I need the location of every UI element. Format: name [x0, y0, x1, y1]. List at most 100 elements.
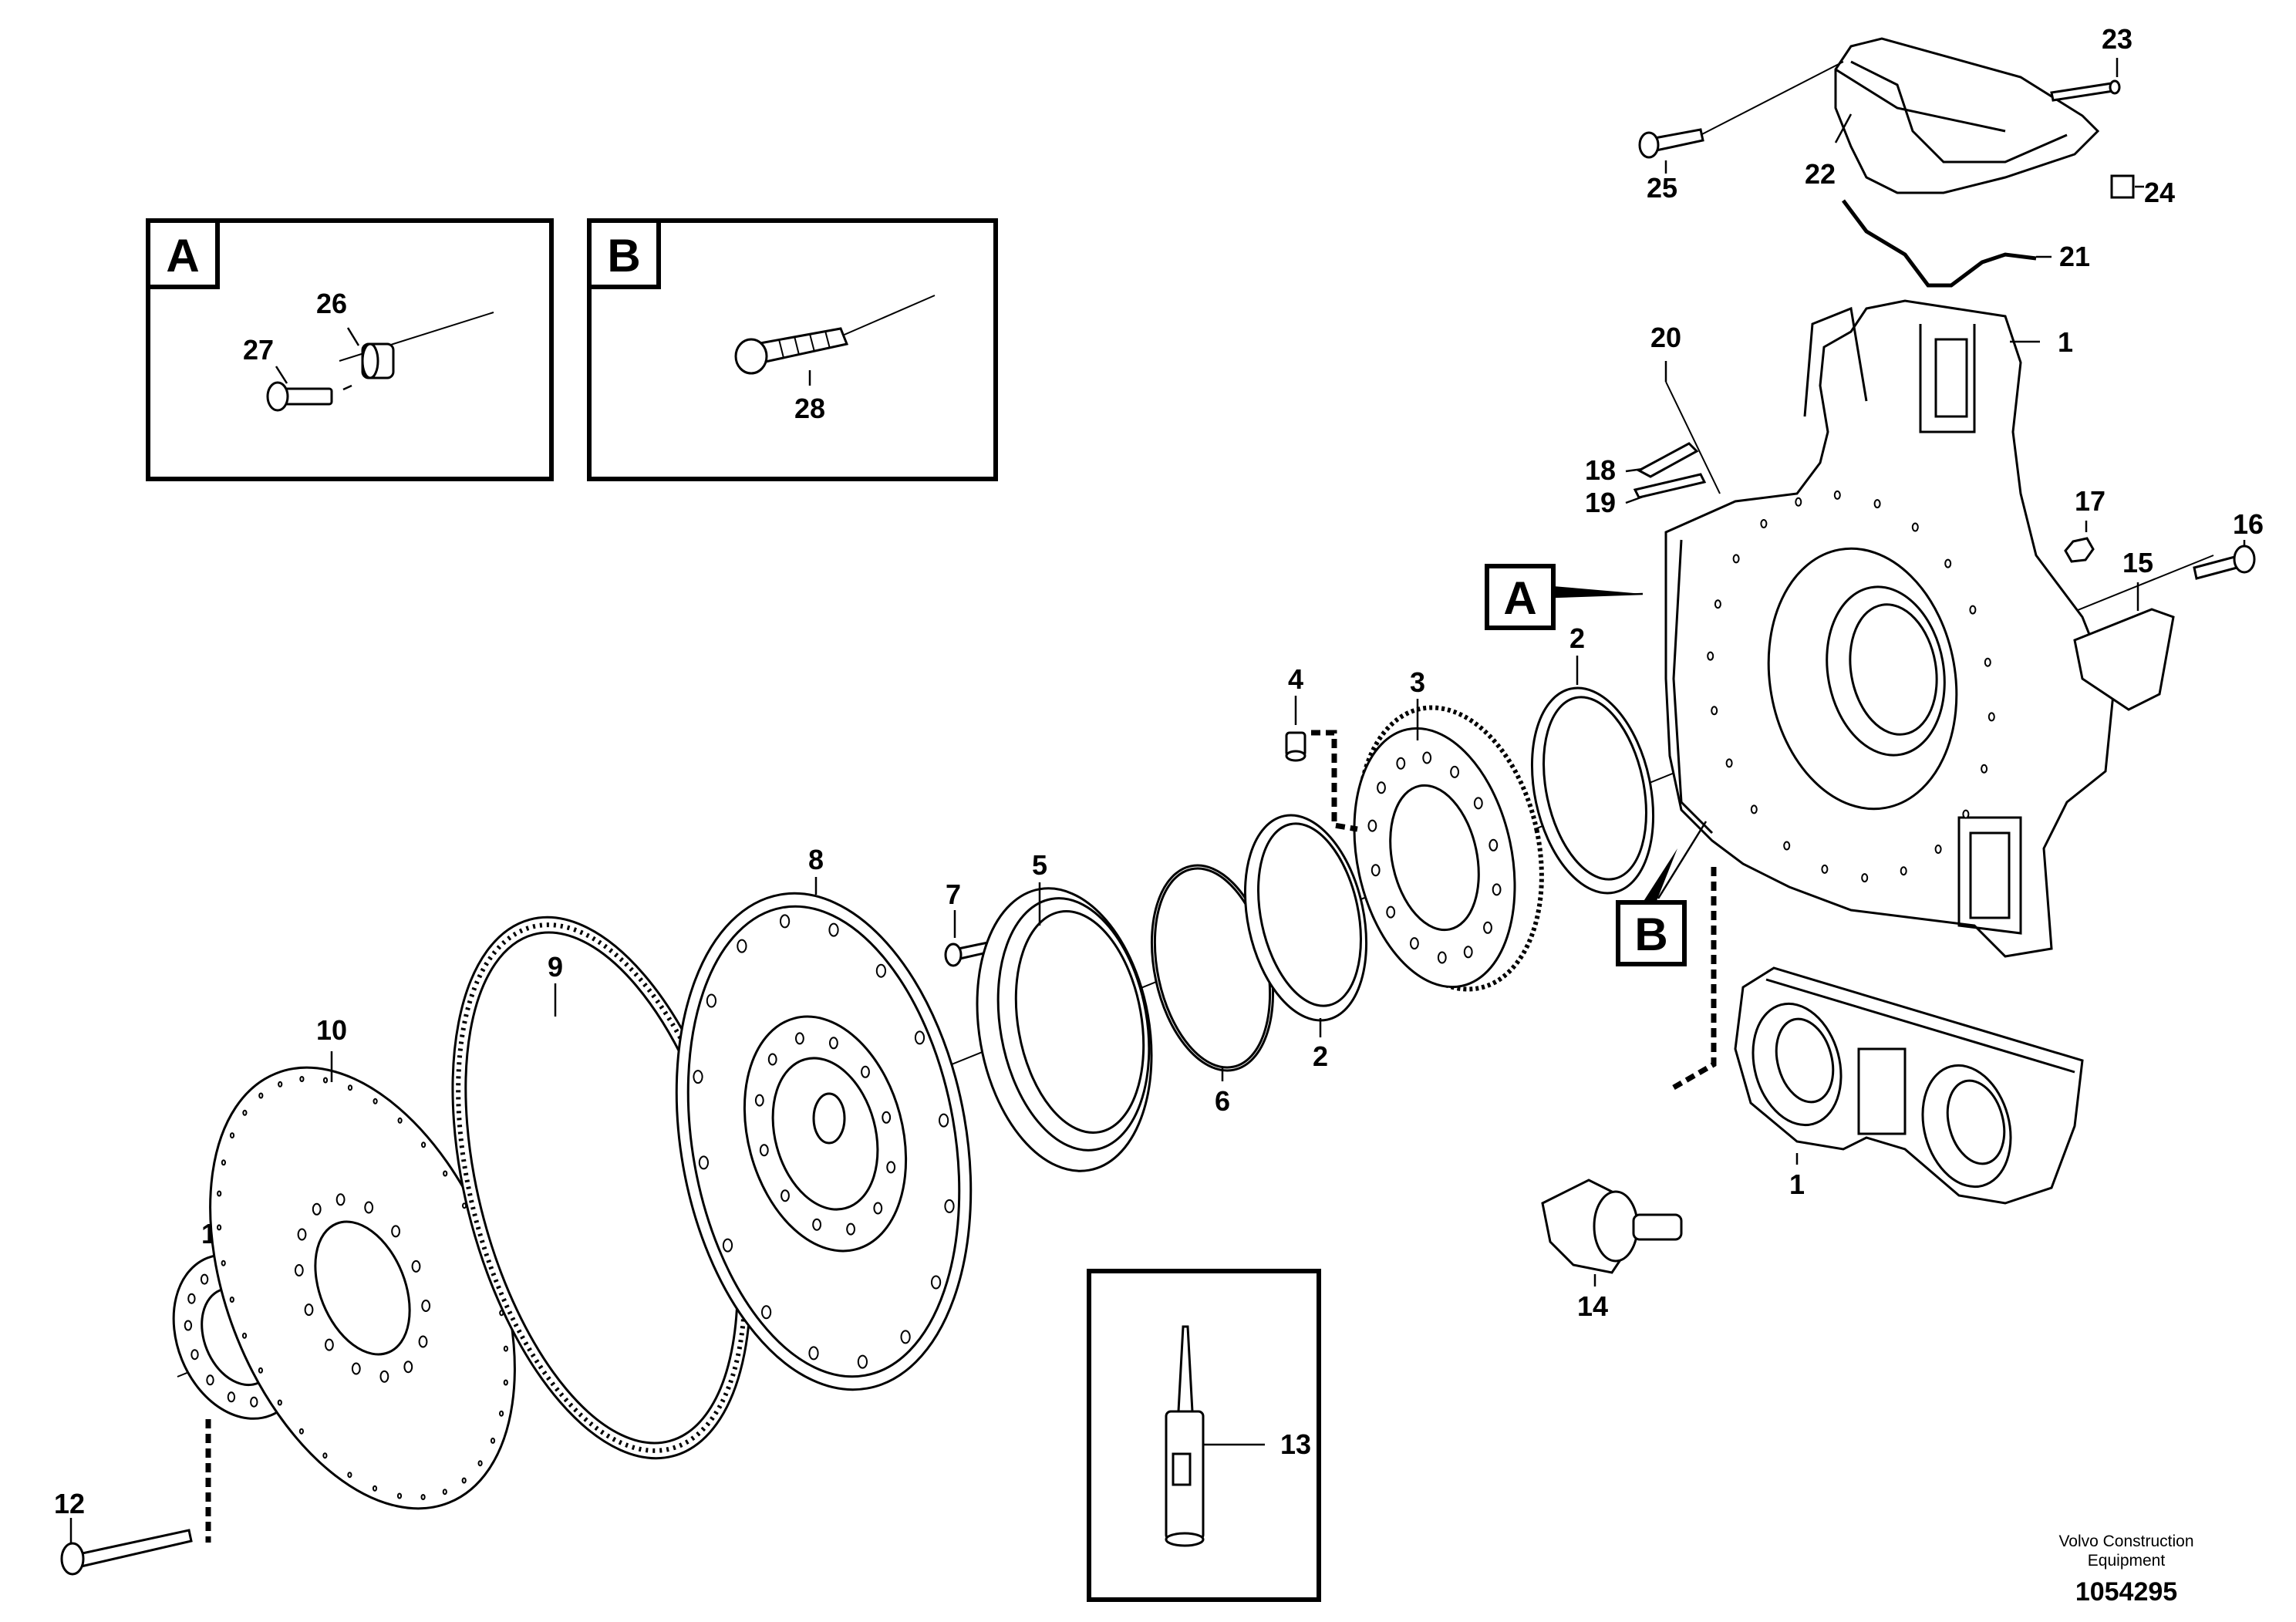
bolt-hole — [411, 1259, 421, 1273]
bolt-hole — [200, 1273, 209, 1285]
callout-20: 20 — [1650, 322, 1681, 353]
bolt-hole — [1450, 765, 1459, 778]
bolt-hole — [1911, 522, 1919, 532]
bolt-hole — [364, 1201, 374, 1214]
view-marker-b: B — [1616, 821, 1708, 966]
bolt-hole — [229, 1132, 235, 1139]
bolt-hole — [190, 1349, 199, 1361]
part-15-cover-plate — [2073, 608, 2175, 711]
bolt-hole — [242, 1109, 248, 1116]
callout-27: 27 — [243, 334, 274, 366]
part-12-bolt — [60, 1529, 193, 1576]
callout-17: 17 — [2075, 485, 2106, 517]
bolt-hole — [184, 1320, 193, 1331]
bolt-hole — [347, 1472, 352, 1479]
bolt-hole — [693, 1070, 703, 1084]
bolt-hole — [1962, 809, 1970, 819]
bolt-hole — [780, 914, 791, 929]
bolt-hole — [372, 1485, 378, 1492]
callout-18: 18 — [1585, 454, 1616, 486]
bolt-hole — [503, 1379, 508, 1386]
bolt-hole — [1969, 605, 1977, 615]
bolt-hole — [939, 1113, 949, 1128]
bolt-hole — [443, 1170, 448, 1177]
part-17-nut — [2064, 537, 2095, 563]
view-marker-a: A — [1485, 564, 1644, 630]
callout-1-gear-housing: 1 — [1789, 1168, 1805, 1200]
bolt-hole — [812, 1218, 821, 1231]
bolt-hole — [1473, 797, 1483, 810]
bolt-hole — [1489, 838, 1499, 851]
bolt-hole — [846, 1222, 855, 1236]
bolt-hole — [221, 1259, 226, 1266]
part-3-gear — [1353, 705, 1544, 992]
bolt-hole — [1386, 905, 1396, 919]
bolt-hole — [698, 1155, 710, 1170]
callout-22: 22 — [1805, 158, 1836, 190]
callout-6: 6 — [1215, 1085, 1230, 1117]
part-27-screw — [266, 381, 333, 412]
callout-1-housing: 1 — [2058, 326, 2073, 358]
bolt-hole — [322, 1452, 328, 1459]
bolt-hole — [298, 1428, 304, 1435]
bolt-hole — [1483, 921, 1492, 934]
bolt-hole — [882, 1111, 892, 1124]
callout-21: 21 — [2059, 241, 2090, 272]
part-8-flywheel — [675, 892, 973, 1391]
callout-8: 8 — [808, 844, 824, 875]
bolt-hole — [1795, 497, 1802, 507]
bolt-hole — [322, 1077, 329, 1084]
bolt-hole — [875, 963, 887, 978]
callout-26: 26 — [316, 288, 347, 319]
part-24-connector — [2110, 174, 2144, 199]
part-13-sealant-tube — [1165, 1325, 1205, 1547]
bolt-hole — [857, 1354, 868, 1369]
bolt-hole — [294, 1264, 304, 1276]
credit-line-2: Equipment — [2088, 1552, 2166, 1570]
bolt-hole — [299, 1076, 305, 1082]
part-25-screw — [1638, 61, 1844, 159]
bolt-hole — [1410, 937, 1419, 950]
bolt-hole — [781, 1189, 790, 1202]
bolt-hole — [335, 1193, 346, 1206]
bolt-hole — [490, 1437, 496, 1444]
bolt-hole — [403, 1361, 413, 1374]
view-marker-b-label: B — [1634, 909, 1667, 960]
bolt-hole — [1783, 841, 1791, 851]
bolt-hole — [258, 1367, 263, 1374]
part-1-flywheel-housing — [1664, 299, 2115, 958]
bolt-hole — [187, 1293, 196, 1304]
callout-2-front: 2 — [1313, 1040, 1328, 1072]
part-28-screw — [734, 327, 849, 375]
detail-box-sealant: 13 — [1087, 1269, 1321, 1602]
bolt-hole — [420, 1494, 426, 1500]
part-6-o-ring — [1150, 864, 1275, 1072]
part-23-screw — [2050, 79, 2121, 102]
callout-2-rear: 2 — [1569, 622, 1585, 654]
callout-23: 23 — [2102, 23, 2132, 55]
bolt-hole — [1732, 554, 1740, 564]
bolt-hole — [217, 1190, 222, 1197]
drawing-number: 1054295 — [2075, 1577, 2177, 1607]
callout-3: 3 — [1410, 666, 1425, 698]
bolt-hole — [737, 939, 747, 953]
bolt-hole — [461, 1477, 467, 1484]
bolt-hole — [379, 1370, 389, 1383]
bolt-hole — [442, 1489, 447, 1496]
callout-19: 19 — [1585, 487, 1616, 518]
bolt-hole — [277, 1399, 282, 1406]
bolt-hole — [1760, 519, 1768, 528]
bolt-hole — [759, 1144, 769, 1157]
part-2-ring-front — [1243, 814, 1368, 1022]
bolt-hole — [278, 1081, 283, 1088]
bolt-hole — [1988, 712, 1995, 722]
callout-25: 25 — [1647, 172, 1677, 204]
detail-box-b-title: B — [607, 230, 640, 282]
bolt-hole — [829, 1037, 838, 1050]
callout-24: 24 — [2144, 177, 2175, 208]
bolt-hole — [477, 1460, 483, 1467]
bolt-hole — [1934, 845, 1942, 854]
bolt-hole — [1707, 651, 1714, 661]
bolt-hole — [1833, 490, 1841, 500]
